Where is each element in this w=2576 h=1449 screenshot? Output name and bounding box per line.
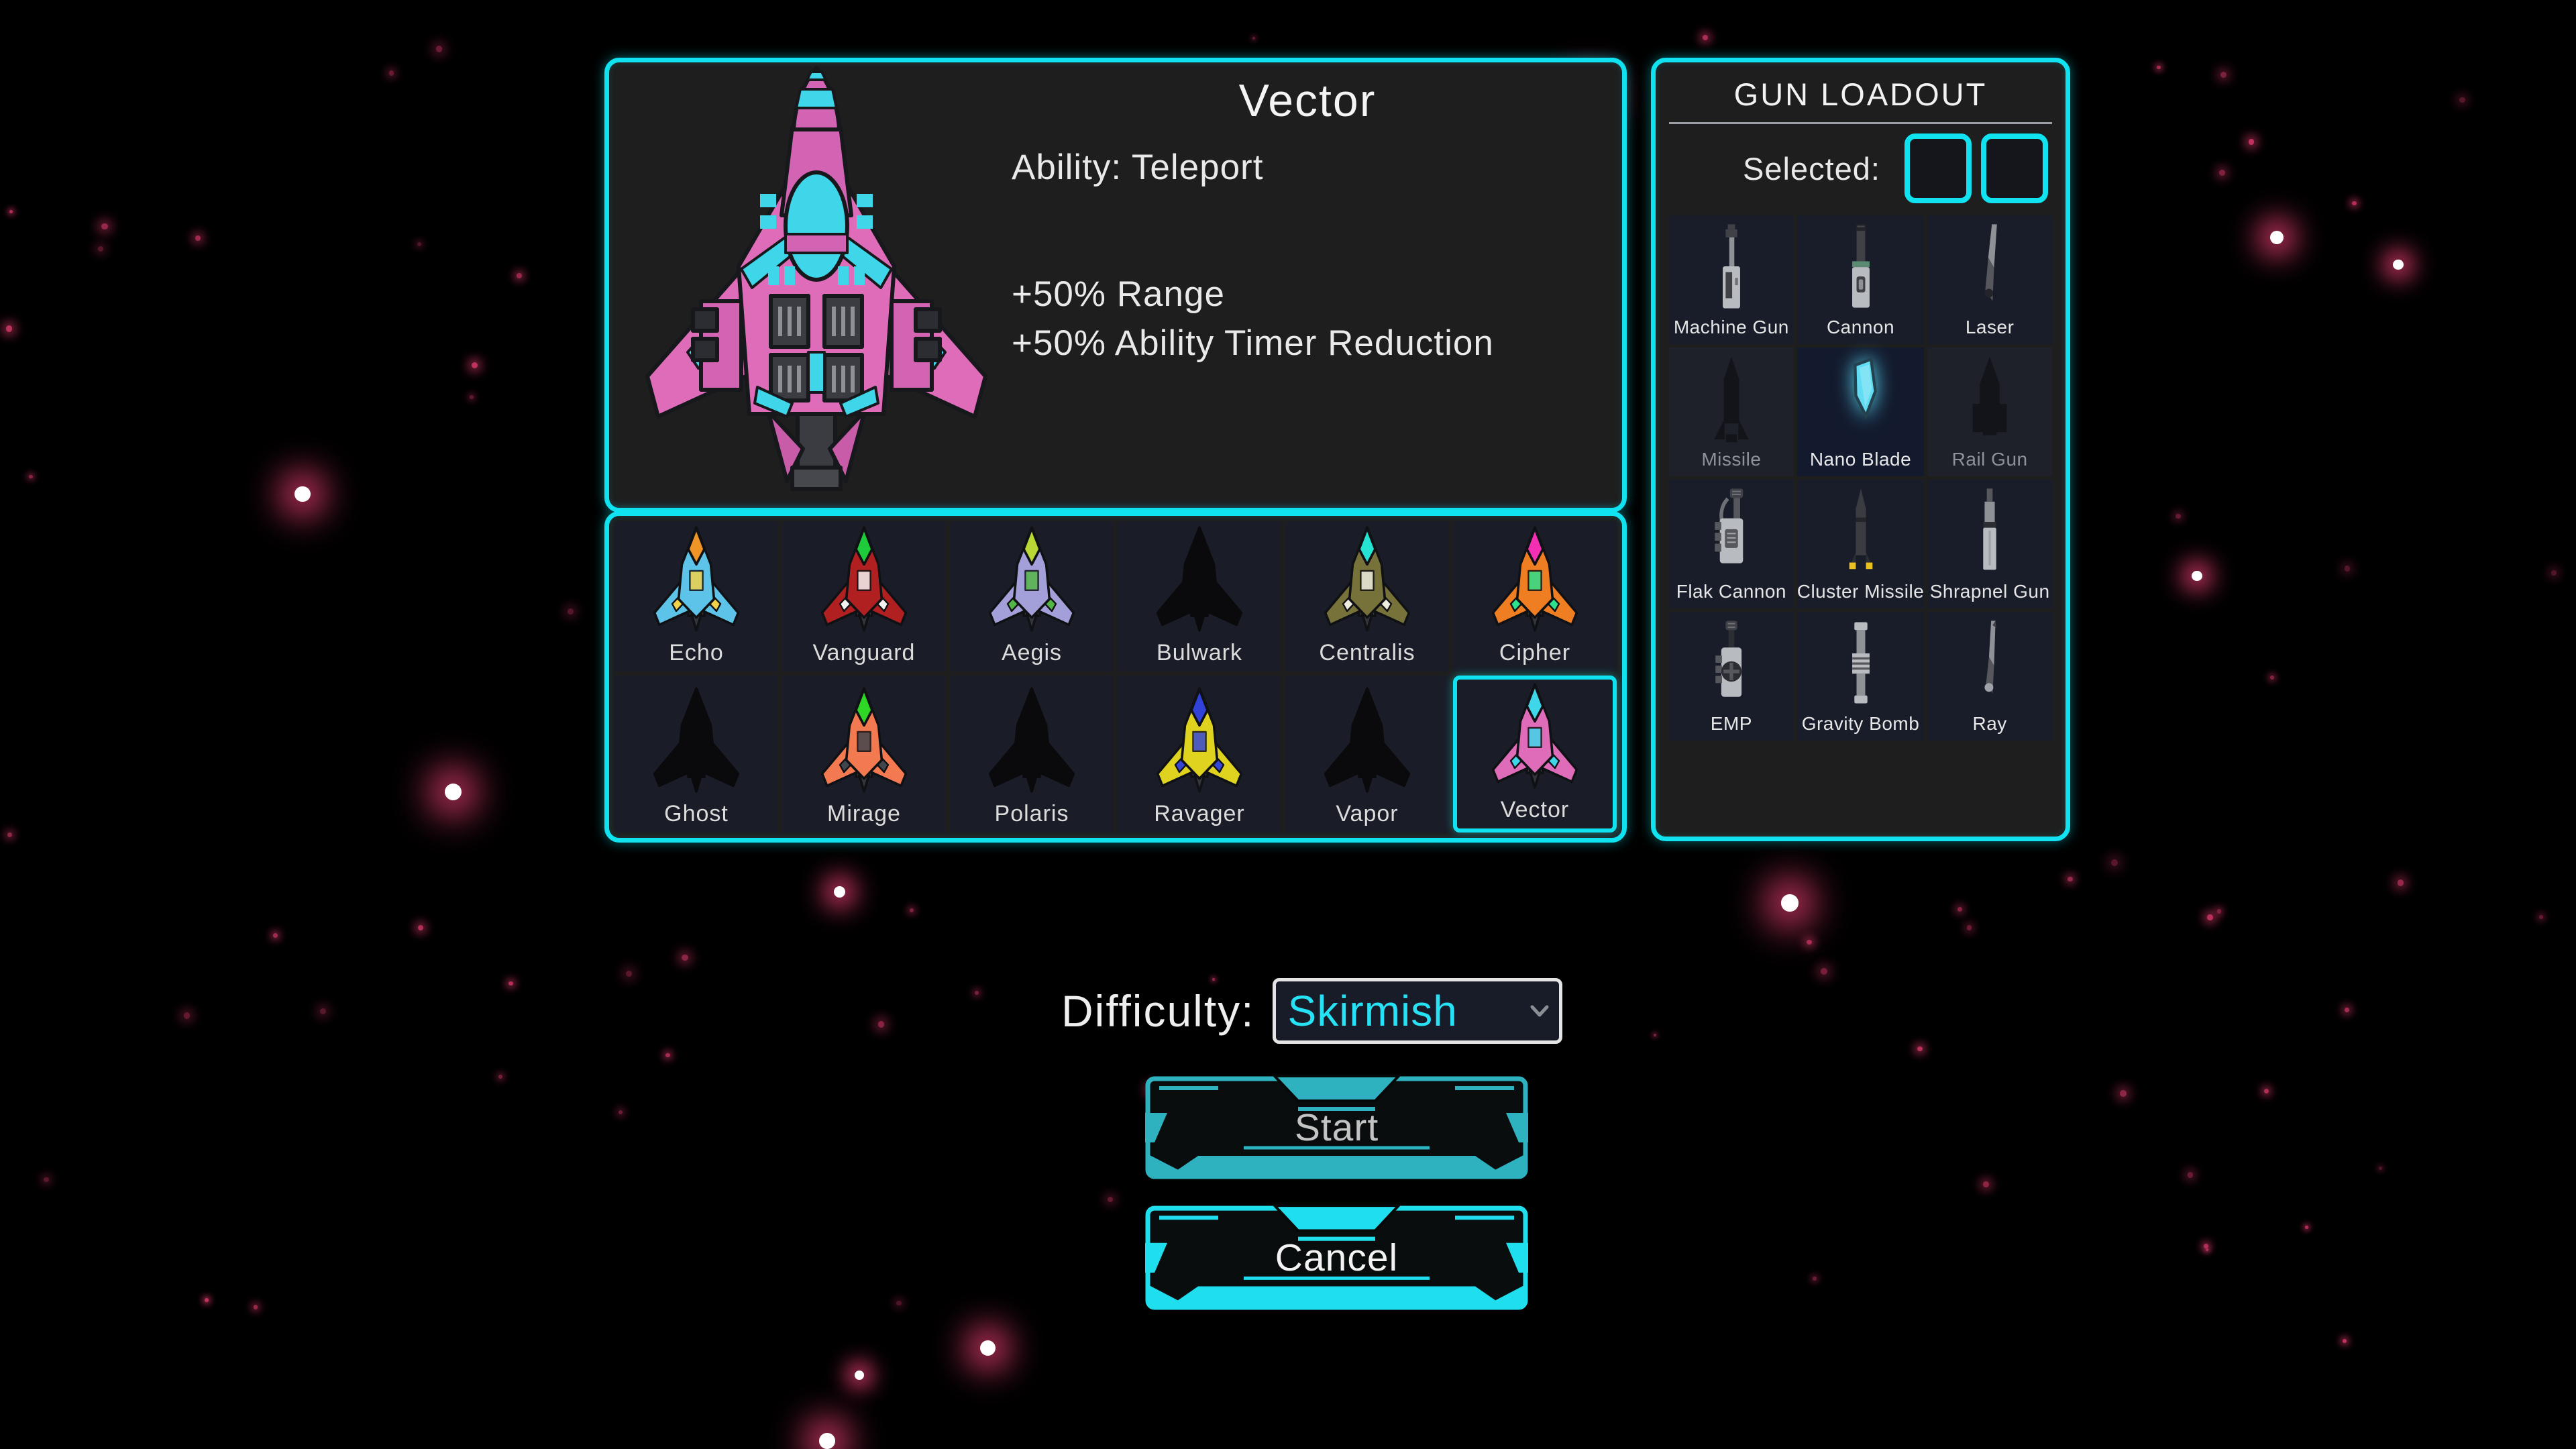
ship-tile-ravager[interactable]: Ravager bbox=[1118, 676, 1281, 833]
polaris-ship-icon bbox=[981, 684, 1082, 801]
ship-tile-label: Cipher bbox=[1499, 640, 1571, 665]
flak-cannon-icon bbox=[1695, 486, 1768, 581]
ship-tile-ghost[interactable]: Ghost bbox=[614, 676, 778, 833]
gun-tile-laser[interactable]: Laser bbox=[1927, 215, 2052, 344]
vector-ship-preview-icon bbox=[645, 66, 987, 491]
ship-stats-text: +50% Range +50% Ability Timer Reduction bbox=[1012, 274, 1494, 364]
ship-tile-label: Vector bbox=[1500, 797, 1570, 822]
ship-tile-aegis[interactable]: Aegis bbox=[950, 521, 1114, 672]
ship-tile-echo[interactable]: Echo bbox=[614, 521, 778, 672]
gun-tile-label: Nano Blade bbox=[1809, 449, 1912, 470]
gun-tile-label: Flak Cannon bbox=[1676, 581, 1786, 602]
gun-tile-ray[interactable]: Ray bbox=[1927, 612, 2052, 741]
ship-tile-vector[interactable]: Vector bbox=[1453, 676, 1617, 833]
ship-tile-centralis[interactable]: Centralis bbox=[1285, 521, 1449, 672]
ship-grid: Echo Vanguard Aegis bbox=[614, 521, 1617, 833]
ship-tile-cipher[interactable]: Cipher bbox=[1453, 521, 1617, 672]
start-button-label: Start bbox=[1294, 1106, 1379, 1149]
gun-tile-cluster-missile[interactable]: Cluster Missile bbox=[1796, 480, 1925, 608]
emp-icon bbox=[1695, 618, 1768, 713]
gun-tile-label: Machine Gun bbox=[1673, 317, 1789, 337]
missile-icon bbox=[1695, 354, 1768, 449]
ship-info-column: Vector Ability: Teleport +50% Range +50%… bbox=[1012, 74, 1603, 368]
gun-slot-1[interactable] bbox=[1904, 133, 1972, 203]
ravager-ship-icon bbox=[1149, 684, 1250, 801]
gun-tile-label: Ray bbox=[1972, 713, 2007, 734]
ship-tile-label: Centralis bbox=[1319, 640, 1415, 665]
echo-ship-icon bbox=[646, 523, 747, 640]
start-button-frame-icon bbox=[1145, 1075, 1528, 1179]
ray-icon bbox=[1953, 618, 2027, 713]
ship-tile-label: Aegis bbox=[1001, 640, 1063, 665]
ship-tile-label: Vanguard bbox=[812, 640, 916, 665]
gun-tile-label: Shrapnel Gun bbox=[1929, 581, 2050, 602]
gun-tile-label: Missile bbox=[1701, 449, 1762, 470]
difficulty-label: Difficulty: bbox=[1061, 986, 1255, 1036]
centralis-ship-icon bbox=[1317, 523, 1417, 640]
vanguard-ship-icon bbox=[814, 523, 914, 640]
gravity-bomb-icon bbox=[1824, 618, 1898, 713]
gun-tile-nano-blade[interactable]: Nano Blade bbox=[1796, 347, 1925, 476]
ghost-ship-icon bbox=[646, 684, 747, 801]
gun-tile-label: Cluster Missile bbox=[1796, 581, 1925, 602]
ship-tile-label: Vapor bbox=[1336, 801, 1399, 826]
gun-tile-label: Gravity Bomb bbox=[1801, 713, 1920, 734]
bulwark-ship-icon bbox=[1149, 523, 1250, 640]
gun-tile-label: EMP bbox=[1710, 713, 1752, 734]
gun-tile-missile[interactable]: Missile bbox=[1669, 347, 1794, 476]
gun-tile-emp[interactable]: EMP bbox=[1669, 612, 1794, 741]
ship-ability-text: Ability: Teleport bbox=[1012, 148, 1264, 187]
gun-panel-divider bbox=[1669, 122, 2052, 124]
ship-tile-label: Ravager bbox=[1154, 801, 1245, 826]
gun-tile-flak-cannon[interactable]: Flak Cannon bbox=[1669, 480, 1794, 608]
vector-ship-icon bbox=[1485, 680, 1585, 797]
mirage-ship-icon bbox=[814, 684, 914, 801]
gun-tile-label: Cannon bbox=[1826, 317, 1895, 337]
cancel-button-frame-icon bbox=[1145, 1204, 1528, 1310]
gun-tile-cannon[interactable]: Cannon bbox=[1796, 215, 1925, 344]
gun-loadout-title: GUN LOADOUT bbox=[1733, 76, 1988, 112]
gun-tile-label: Laser bbox=[1965, 317, 2015, 337]
aegis-ship-icon bbox=[981, 523, 1082, 640]
vapor-ship-icon bbox=[1317, 684, 1417, 801]
chevron-down-icon bbox=[1530, 1005, 1549, 1017]
difficulty-row: Difficulty: Skirmish bbox=[1061, 978, 1562, 1044]
selected-guns-row: Selected: bbox=[1656, 124, 2065, 207]
cancel-button-label: Cancel bbox=[1275, 1236, 1399, 1279]
rail-gun-icon bbox=[1953, 354, 2027, 449]
ship-tile-label: Polaris bbox=[994, 801, 1069, 826]
difficulty-selected-value: Skirmish bbox=[1287, 987, 1458, 1035]
ship-tile-label: Mirage bbox=[827, 801, 901, 826]
nano-blade-icon bbox=[1824, 354, 1898, 449]
ship-select-panel: Echo Vanguard Aegis bbox=[604, 511, 1627, 843]
cluster-missile-icon bbox=[1824, 486, 1898, 581]
gun-tile-shrapnel-gun[interactable]: Shrapnel Gun bbox=[1927, 480, 2052, 608]
ship-tile-bulwark[interactable]: Bulwark bbox=[1118, 521, 1281, 672]
ship-tile-label: Echo bbox=[669, 640, 724, 665]
selected-guns-label: Selected: bbox=[1743, 150, 1880, 186]
ship-name-title: Vector bbox=[1238, 75, 1377, 126]
cannon-icon bbox=[1824, 221, 1898, 317]
gun-tile-label: Rail Gun bbox=[1951, 449, 2028, 470]
cipher-ship-icon bbox=[1485, 523, 1585, 640]
machine-gun-icon bbox=[1695, 221, 1768, 317]
cancel-button[interactable]: Cancel bbox=[1143, 1203, 1530, 1312]
gun-loadout-panel: GUN LOADOUT Selected: Machine Gun Cannon L… bbox=[1651, 58, 2070, 841]
ship-tile-polaris[interactable]: Polaris bbox=[950, 676, 1114, 833]
difficulty-dropdown[interactable]: Skirmish bbox=[1272, 978, 1562, 1044]
ship-tile-mirage[interactable]: Mirage bbox=[782, 676, 946, 833]
ship-tile-label: Bulwark bbox=[1157, 640, 1242, 665]
ship-tile-vapor[interactable]: Vapor bbox=[1285, 676, 1449, 833]
gun-tile-machine-gun[interactable]: Machine Gun bbox=[1669, 215, 1794, 344]
selected-ship-panel: Vector Ability: Teleport +50% Range +50%… bbox=[604, 58, 1627, 513]
start-button[interactable]: Start bbox=[1143, 1074, 1530, 1181]
gun-tile-rail-gun[interactable]: Rail Gun bbox=[1927, 347, 2052, 476]
laser-icon bbox=[1953, 221, 2027, 317]
gun-tile-gravity-bomb[interactable]: Gravity Bomb bbox=[1796, 612, 1925, 741]
gun-slot-2[interactable] bbox=[1981, 133, 2048, 203]
ship-tile-vanguard[interactable]: Vanguard bbox=[782, 521, 946, 672]
shrapnel-gun-icon bbox=[1953, 486, 2027, 581]
ship-tile-label: Ghost bbox=[664, 801, 729, 826]
